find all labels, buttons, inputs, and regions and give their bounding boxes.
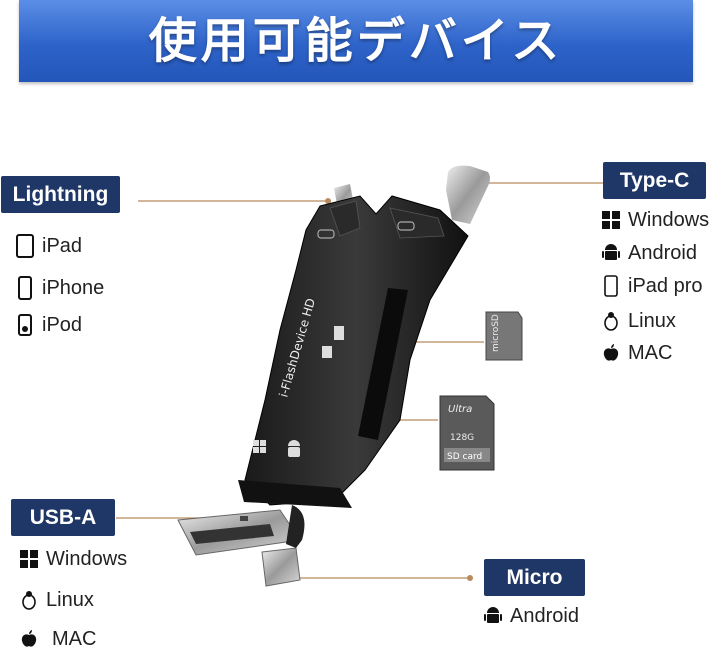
type-c-item-ipad-pro: iPad pro — [600, 272, 703, 300]
usb-a-tag: USB-A — [11, 499, 115, 536]
windows-icon — [600, 209, 622, 231]
sd-card-label: SD card — [447, 452, 482, 462]
lightning-item-label: iPod — [42, 313, 83, 336]
apple-icon — [18, 628, 40, 650]
banner-title: 使用可能デバイス — [148, 13, 564, 69]
music-player-icon — [14, 314, 36, 336]
type-c-item-linux: Linux — [600, 307, 676, 335]
lightning-label: Lightning — [12, 183, 109, 206]
lightning-item-label: iPad — [42, 234, 83, 257]
linux-penguin-icon — [18, 589, 40, 611]
tablet-icon — [14, 234, 36, 258]
linux-penguin-icon — [600, 310, 622, 332]
lightning-item-label: iPhone — [42, 276, 105, 299]
type-c-tag: Type-C — [603, 162, 706, 199]
type-c-item-label: Android — [628, 241, 697, 264]
micro-label: Micro — [506, 566, 563, 589]
microsd-card: microSD — [485, 311, 523, 361]
type-c-item-label: Linux — [628, 309, 676, 332]
sd-card-capacity: 128G — [450, 433, 474, 443]
lightning-item-ipad: iPad — [14, 232, 82, 260]
usb-a-item-label: MAC — [52, 627, 97, 650]
usb-a-plug — [177, 509, 301, 556]
type-c-item-label: Windows — [628, 208, 710, 231]
type-c-item-label: MAC — [628, 341, 673, 364]
usb-a-label: USB-A — [29, 506, 97, 529]
micro-usb-plug — [261, 505, 305, 587]
micro-item-label: Android — [510, 604, 579, 627]
lightning-tag: Lightning — [1, 176, 120, 213]
sd-card-brand: Ultra — [448, 404, 472, 415]
micro-item-android: Android — [482, 602, 579, 630]
usb-a-item-linux: Linux — [18, 586, 94, 614]
lightning-item-iphone: iPhone — [14, 274, 104, 302]
phone-icon — [14, 276, 36, 300]
lightning-item-ipod: iPod — [14, 311, 82, 339]
type-c-item-android: Android — [600, 239, 697, 267]
android-icon — [600, 242, 622, 264]
usb-a-item-label: Linux — [46, 588, 94, 611]
usb-a-item-mac: MAC — [18, 625, 96, 653]
type-c-item-windows: Windows — [600, 206, 709, 234]
micro-tag: Micro — [484, 559, 585, 596]
android-icon — [482, 605, 504, 627]
type-c-item-mac: MAC — [600, 339, 672, 367]
windows-icon — [18, 548, 40, 570]
usb-a-item-label: Windows — [46, 547, 128, 570]
device-body: i-FlashDevice HD — [238, 195, 469, 508]
title-banner: 使用可能デバイス — [19, 0, 693, 82]
apple-icon — [600, 342, 622, 364]
usb-a-item-windows: Windows — [18, 545, 127, 573]
type-c-label: Type-C — [619, 169, 690, 192]
sd-card: Ultra 128G SD card — [439, 395, 495, 471]
type-c-item-label: iPad pro — [628, 274, 703, 297]
microsd-text: microSD — [491, 314, 501, 352]
type-c-plug — [446, 165, 490, 224]
tablet-icon — [600, 275, 622, 297]
